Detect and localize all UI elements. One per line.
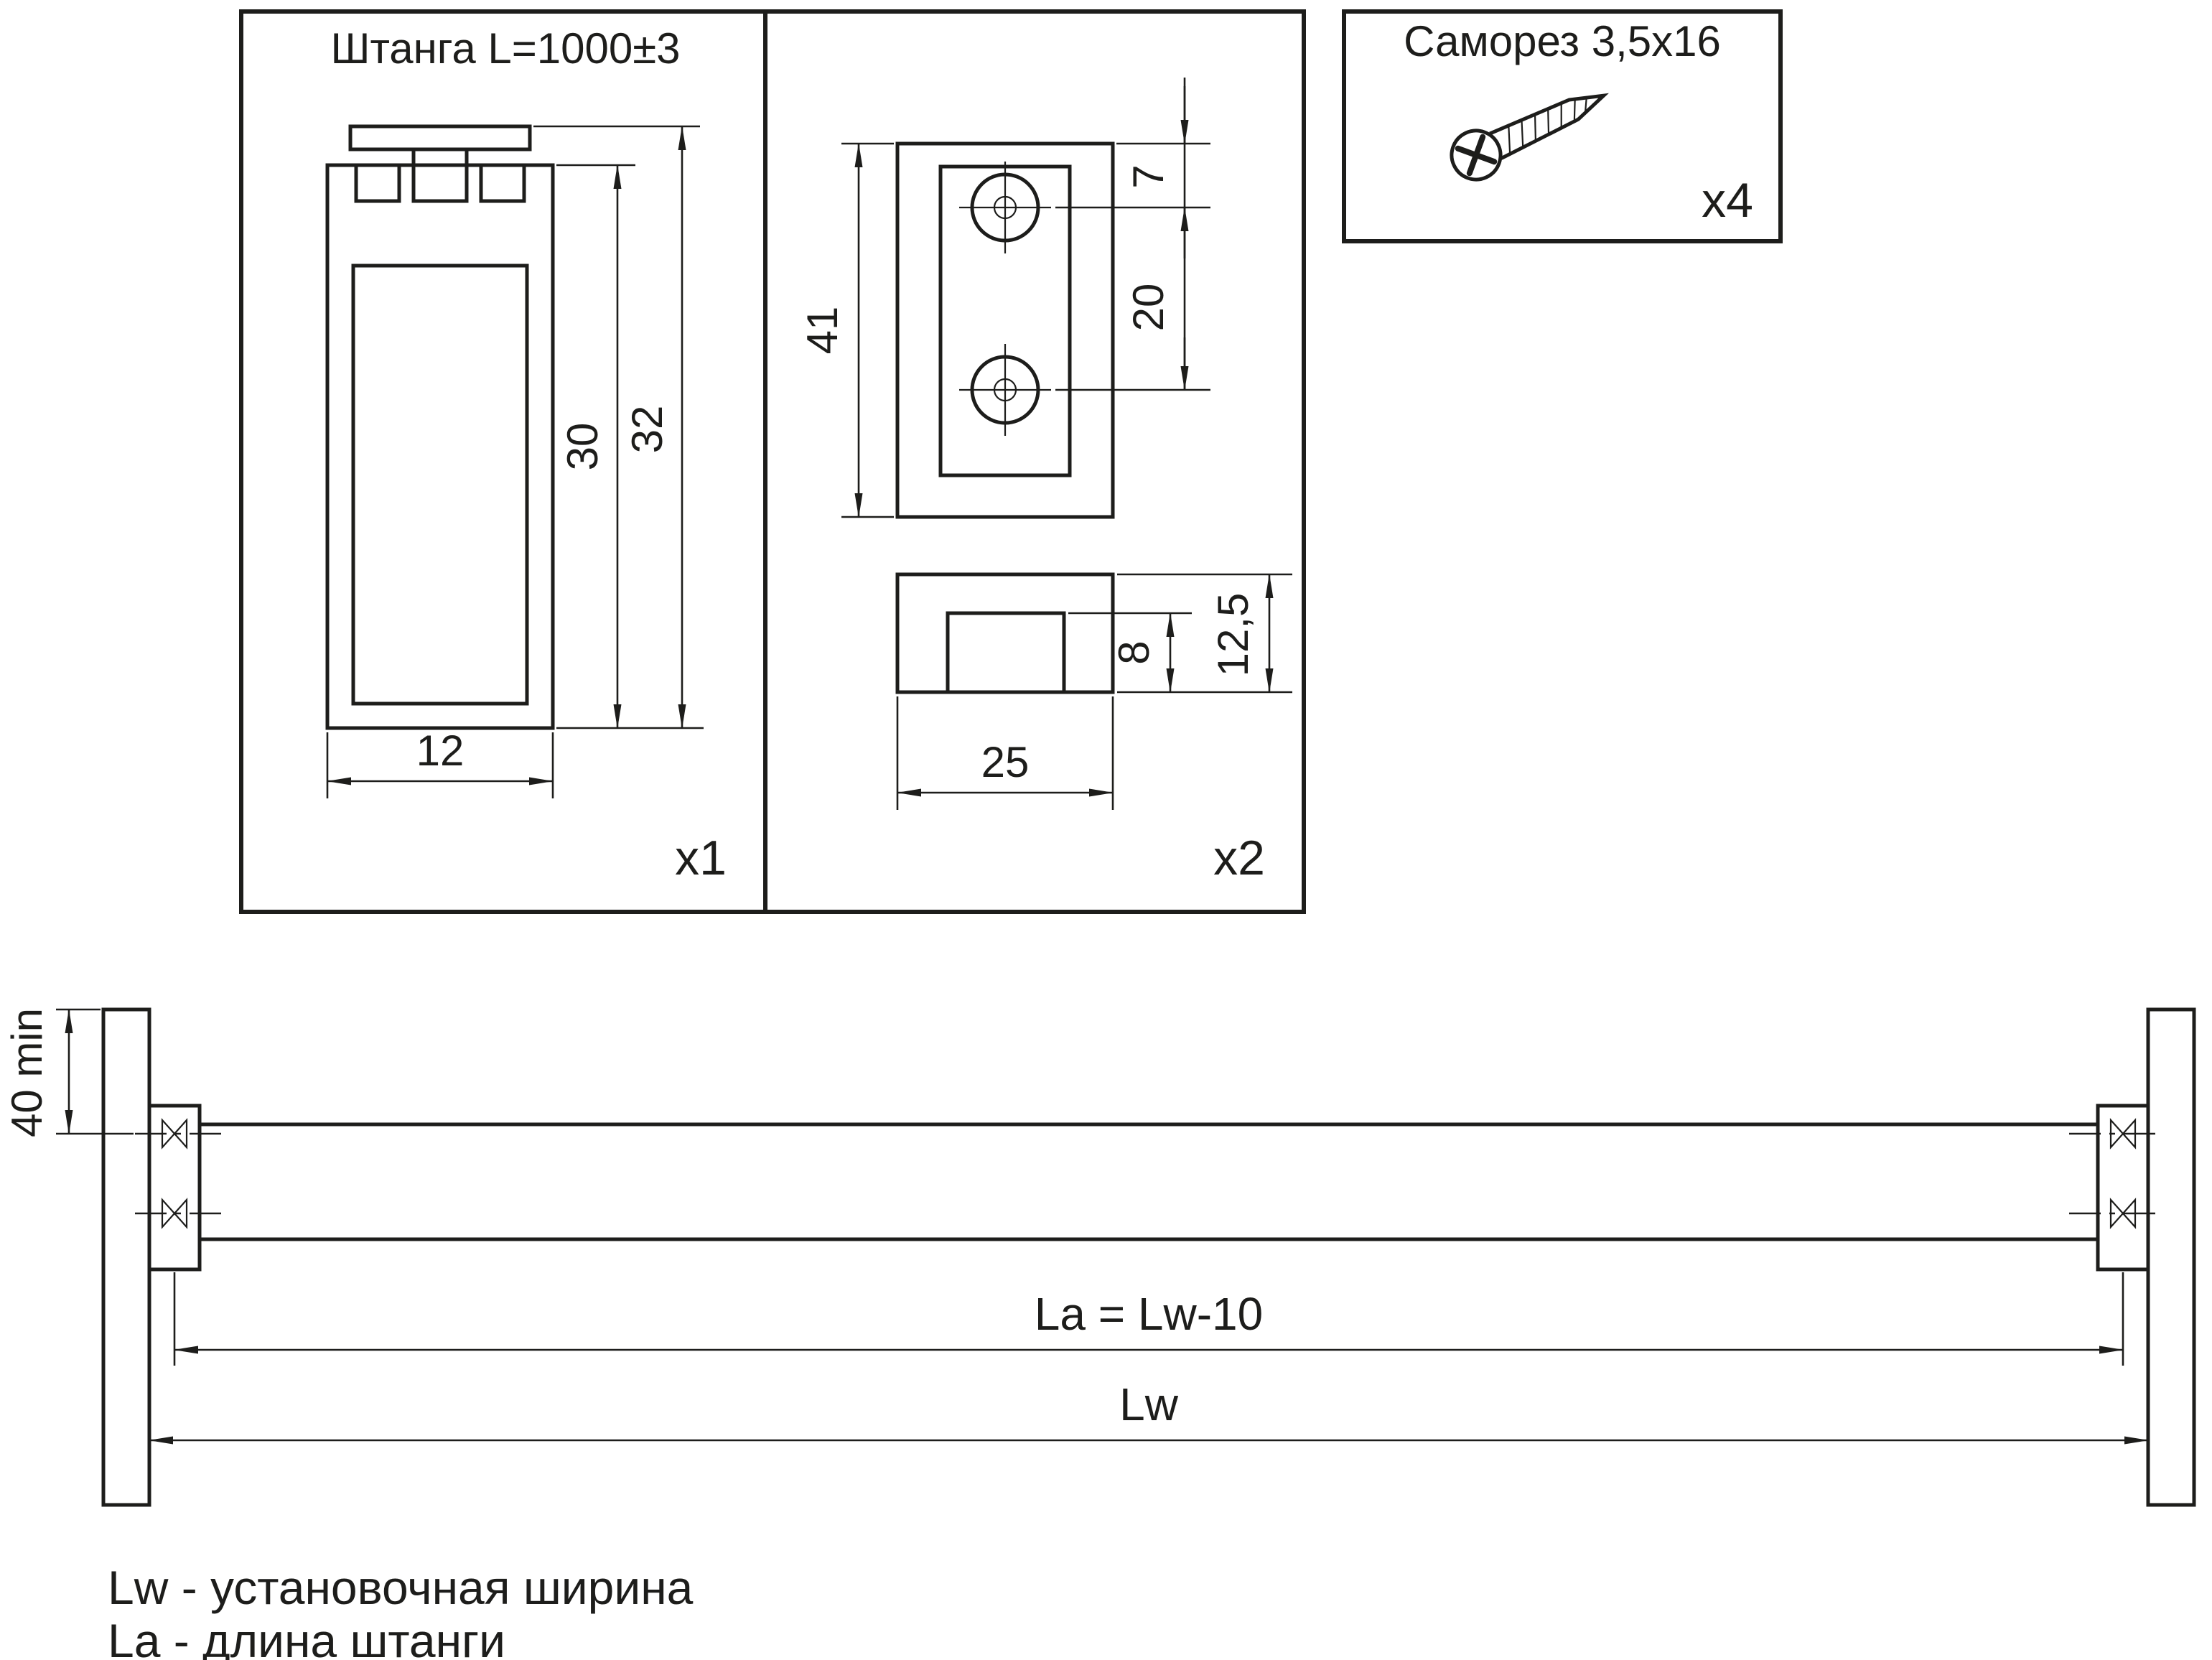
screw-title: Саморез 3,5x16 bbox=[1404, 17, 1721, 65]
rod-quantity: x1 bbox=[675, 831, 727, 885]
rod-panel-border bbox=[239, 9, 767, 914]
dim-installation-width: Lw bbox=[1119, 1379, 1179, 1430]
right-panel bbox=[2146, 1007, 2196, 1507]
screw-icon bbox=[1450, 93, 1609, 182]
bracket-dim-slot-height: 8 bbox=[1110, 640, 1158, 664]
bracket-dim-hole-offset: 7 bbox=[1124, 164, 1172, 188]
bracket-front-view bbox=[895, 141, 1115, 519]
assembly-dimensions: 40 min La = Lw-10 Lw bbox=[3, 1008, 2149, 1445]
rod-panel: Штанга L=1000±3 30 32 12 x1 bbox=[239, 9, 767, 914]
assembly-view: 40 min La = Lw-10 Lw bbox=[3, 1007, 2196, 1507]
bracket-dim-height: 41 bbox=[798, 307, 846, 355]
screw-panel: Саморез 3,5x16 x4 bbox=[1342, 9, 1783, 243]
bracket-front-dimensions: 41 7 20 bbox=[798, 78, 1210, 518]
left-panel bbox=[101, 1007, 151, 1507]
dim-top-min: 40 min bbox=[3, 1008, 51, 1137]
bracket-panel: 41 7 20 8 12,5 bbox=[763, 9, 1306, 914]
rod-side-view bbox=[197, 1122, 2100, 1241]
rod-title: Штанга L=1000±3 bbox=[330, 24, 680, 73]
rod-dim-inner-height: 30 bbox=[559, 423, 607, 471]
legend: Lw - установочная ширина La - длина штан… bbox=[108, 1561, 694, 1660]
bracket-dim-hole-spacing: 20 bbox=[1124, 284, 1172, 332]
rod-dim-width: 12 bbox=[416, 727, 465, 775]
screw-panel-border bbox=[1342, 9, 1783, 243]
bracket-bottom-view bbox=[895, 572, 1115, 694]
right-bracket bbox=[2096, 1104, 2150, 1272]
legend-lw: Lw - установочная ширина bbox=[108, 1561, 694, 1614]
rod-profile-drawing bbox=[325, 124, 555, 730]
rod-dimensions: 30 32 12 bbox=[326, 125, 704, 798]
bracket-dim-width: 25 bbox=[981, 738, 1030, 786]
bracket-quantity: x2 bbox=[1213, 831, 1265, 885]
left-bracket bbox=[147, 1104, 202, 1272]
bracket-bottom-dimensions: 8 12,5 25 bbox=[896, 573, 1292, 810]
bracket-panel-border bbox=[763, 9, 1306, 914]
bracket-dim-depth: 12,5 bbox=[1209, 593, 1257, 677]
legend-la: La - длина штанги bbox=[108, 1614, 505, 1660]
screw-axes bbox=[135, 1119, 2162, 1228]
screw-quantity: x4 bbox=[1702, 173, 1753, 228]
dim-rod-length: La = Lw-10 bbox=[1035, 1288, 1263, 1340]
rod-dim-outer-height: 32 bbox=[623, 406, 671, 454]
